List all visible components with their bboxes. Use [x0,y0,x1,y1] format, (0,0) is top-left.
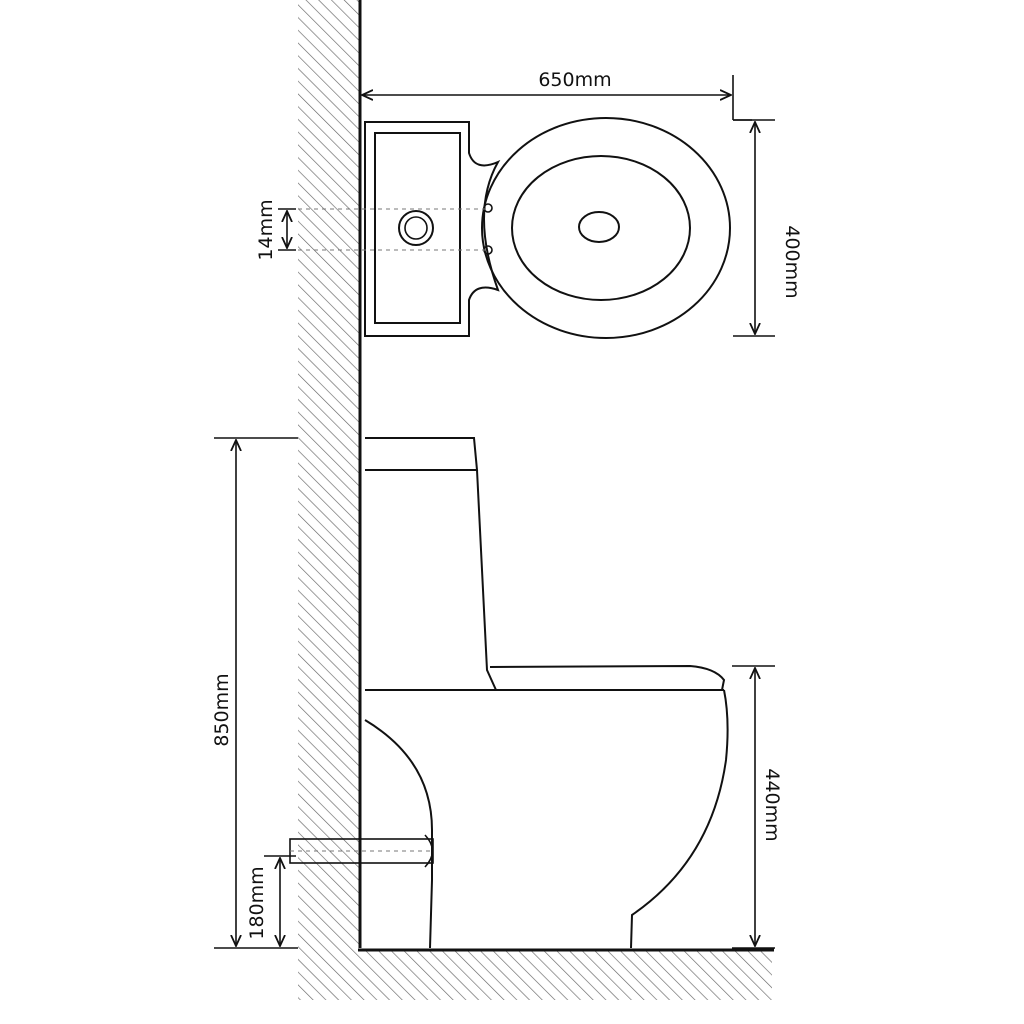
tank-outline-top [364,121,501,337]
dim-width: 400mm [733,119,803,337]
dim-width-label: 400mm [781,225,803,298]
flush-button-icon [398,210,434,246]
toilet-top-view [290,117,731,339]
wall [298,0,362,1000]
dim-seat-height-label: 440mm [761,768,783,841]
dim-length: 650mm [362,69,752,121]
dim-outlet-height: 180mm [246,855,296,946]
seat-inner-top [511,155,691,301]
bowl-base-side [364,719,433,949]
bowl-front-side [630,689,729,949]
dim-length-label: 650mm [538,69,611,91]
tank-lid-top [374,132,461,324]
dim-hole-spacing: 14mm [255,199,296,261]
tank-body-side [476,469,497,691]
dim-seat-height: 440mm [732,665,783,949]
floor [358,948,774,1000]
dim-hole-spacing-label: 14mm [255,199,277,260]
toilet-side-view [289,437,729,949]
bowl-drain-top [578,211,620,243]
dim-total-height: 850mm [211,437,298,949]
dim-total-height-label: 850mm [211,673,233,746]
seat-outer-top [481,117,731,339]
hinge-hole-upper [483,203,493,213]
dim-outlet-height-label: 180mm [246,866,268,939]
tank-lid-side [365,437,479,471]
seat-lid-side [489,664,726,691]
